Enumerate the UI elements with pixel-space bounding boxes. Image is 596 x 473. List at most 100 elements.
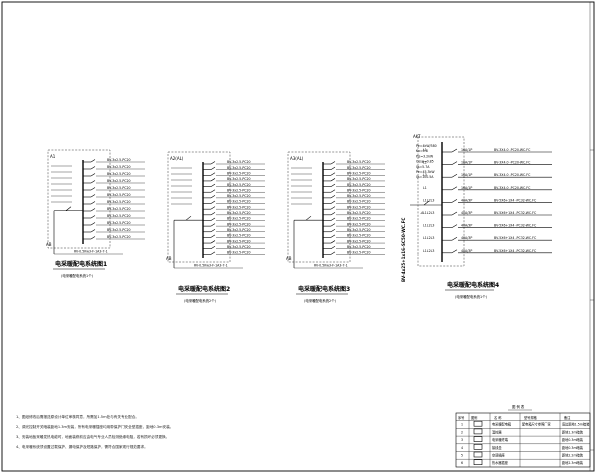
panel-3-breaker-symbol (330, 223, 336, 227)
panel-3-feeder-label: BV-3x2.5-PC20 (347, 171, 371, 175)
legend-symbol (473, 420, 483, 427)
legend-name: 电采暖配电箱 (492, 422, 512, 427)
panel-3-breaker-symbol (330, 229, 336, 233)
panel-4-breaker-symbol (451, 173, 458, 178)
panel-4-breaker-symbol (451, 249, 458, 254)
legend-index: 3 (461, 438, 463, 442)
panel-3-feeder-label: BV-3x2.5-PC20 (347, 200, 371, 204)
legend-index: 6 (461, 461, 463, 465)
panel-2-breaker-symbol (210, 189, 216, 193)
panel-1-feeder-label: BV-3x2.5-PC20 (107, 214, 131, 218)
panel-2-feeder-label: BV-3x2.5-PC20 (227, 211, 251, 215)
panel-4-title: 电采暖配电系统图4 (447, 281, 499, 289)
legend-remark: 距地0.3m暗装 (562, 445, 584, 450)
panel-1-enclosure (47, 149, 111, 249)
panel-2-feeder-label: BV-3x2.5-PC20 (227, 251, 251, 255)
panel-1-feeder-label: BV-3x2.5-PC20 (107, 158, 131, 162)
panel-1-main-switch (65, 206, 72, 211)
panel-1-breaker-symbol (90, 201, 96, 205)
panel-4-feeder-cable: BV-5X6+1X4 -PC32-WC.FC (494, 211, 537, 215)
panel-2-breaker-symbol (210, 195, 216, 199)
panel-4-vertical-cable-label: BV-4x25+1x16-SC50-WC.FC (401, 217, 406, 282)
legend-name: 温控器 (492, 429, 502, 434)
panel-4-feeder-cable: BV-3X4.0 -PC20-WC.FC (494, 148, 531, 152)
panel-3-breaker-symbol (330, 251, 336, 255)
panel-4-parameter: Cosφ=0.85 (416, 160, 434, 164)
panel-1-feeder-label: BV-3x2.5-PC20 (107, 165, 131, 169)
panel-4-parameter: Kx=0.8 (416, 149, 428, 153)
panel-2-feeder-label: BV-3x2.5-PC20 (227, 171, 251, 175)
panel-2-breaker-symbol (210, 172, 216, 176)
panel-3-feeder-label: BV-3x2.5-PC20 (347, 177, 371, 181)
panel-4-breaker: 40A/3P (461, 249, 472, 253)
panel-2-breaker-symbol (210, 245, 216, 249)
panel-2-feeder-label: BV-3x2.5-PC20 (227, 194, 251, 198)
panel-3-subtitle: (电采暖配电系统2个) (304, 298, 337, 303)
distribution-diagram-4: AKT Pe=4kW/380Kx=0.8Pjs=3.2kWCosφ=0.85Ij… (401, 134, 552, 299)
panel-2-feeder-label: BV-3x2.5-PC20 (227, 234, 251, 238)
panel-3-breaker-symbol (330, 217, 336, 221)
legend-symbol (473, 451, 483, 458)
panel-4-phase: L3 (423, 173, 427, 177)
panel-1-breaker-symbol (90, 187, 96, 191)
panel-2-subtitle: (电采暖配电系统2个) (184, 298, 217, 303)
panel-3-feeder-label: BV-3x2.5-PC20 (347, 239, 371, 243)
panel-4-feeder-cable: BV-3X4.0 -PC20-WC.FC (494, 161, 531, 165)
panel-4-feeder-cable: BV-5X6+1X4 -PC32-WC.FC (494, 198, 537, 202)
panel-3-feeder-label: BV-3x2.5-PC20 (347, 205, 371, 209)
panel-4-parameter: Ijs=5.7A (416, 165, 430, 169)
panel-4-breaker-symbol (451, 236, 458, 241)
panel-4-breaker: 16A/1P (461, 148, 472, 152)
panel-2-breaker-symbol (210, 178, 216, 182)
panel-4-breaker: 40A/3P (461, 211, 472, 215)
panel-3-title: 电采暖配电系统图3 (298, 285, 350, 293)
panel-2-breaker-symbol (210, 166, 216, 170)
legend-remark: 距地2.3m暗装 (562, 460, 584, 465)
panel-1-feeder-label: BV-3x2.5-PC20 (107, 235, 131, 239)
panel-4-breaker-symbol (451, 211, 458, 216)
panel-2-incoming-cable: RV-0.5Kw3-F-1A3-7-1 (194, 264, 228, 268)
panel-1-title: 电采暖配电系统图1 (55, 260, 107, 268)
panel-2-box-label: A2(AL) (170, 156, 184, 161)
panel-3-breaker-symbol (330, 161, 336, 165)
legend-remark: 底边距地1.5m暗装 (562, 422, 590, 427)
panel-4-breaker-symbol (451, 148, 458, 153)
legend-spec: 配电箱尺寸参照厂家 (522, 422, 551, 427)
panel-4-parameter: Pe=4kW/380 (416, 144, 437, 148)
panel-4-phase: L1L2L3 (423, 236, 434, 240)
panel-1-breaker-symbol (90, 236, 96, 240)
panel-4-box-label: AKT (413, 134, 421, 139)
legend-name: 电采暖终端 (492, 437, 509, 442)
panel-4-parameter: Ijs=100.5A (416, 175, 434, 179)
panel-1-breaker-symbol (90, 173, 96, 177)
panel-1-feeder-label: BV-3x2.5-PC20 (107, 228, 131, 232)
panel-3-feeder-label: BV-3x2.5-PC20 (347, 183, 371, 187)
legend-col-header: 型号规格 (524, 415, 538, 420)
legend-remark: 距地0.3m暗装 (562, 437, 584, 442)
panel-2-breaker-symbol (210, 183, 216, 187)
panel-4-parameter: Pe=45.3kW (416, 170, 435, 174)
panel-4-feeder-cable: BV-3X4.0 -PC20-WC.FC (494, 186, 531, 190)
panel-2-breaker-symbol (210, 223, 216, 227)
panel-3-breaker-symbol (330, 195, 336, 199)
panel-2-feeder-label: BV-3x2.5-PC20 (227, 222, 251, 226)
panel-3-breaker-symbol (330, 178, 336, 182)
panel-3-breaker-symbol (330, 200, 336, 204)
panel-1-feeder-label: BV-3x2.5-PC20 (107, 172, 131, 176)
panel-4-breaker-symbol (451, 224, 458, 228)
panel-2-feeder-label: BV-3x2.5-PC20 (227, 183, 251, 187)
panel-2-feeder-label: BV-3x2.5-PC20 (227, 245, 251, 249)
panel-1-breaker-symbol (90, 194, 96, 198)
panel-2-breaker-symbol (210, 161, 216, 165)
panel-2-feeder-label: BV-3x2.5-PC20 (227, 177, 251, 181)
legend-header: 图 例 表 (512, 404, 525, 409)
panel-1-breaker-symbol (90, 208, 96, 212)
panel-1-bottom-label: AB (46, 242, 52, 247)
note-line: 4、电采暖系统须设置过载保护、漏电保护及短路保护，需符合国家现行规范要求。 (16, 444, 148, 449)
panel-4-phase: L1 (423, 148, 427, 152)
panel-2-breaker-symbol (210, 212, 216, 216)
panel-2-feeder-label: BV-3x2.5-PC20 (227, 160, 251, 164)
panel-4-breaker-symbol (451, 199, 458, 203)
